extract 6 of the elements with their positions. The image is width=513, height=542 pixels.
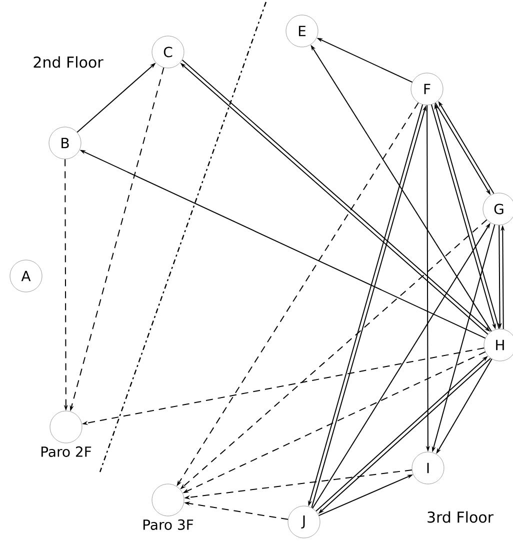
floor-label: 3rd Floor bbox=[428, 511, 494, 523]
empty-circle bbox=[50, 410, 82, 444]
node-caption: Paro 2F bbox=[41, 446, 92, 457]
floor-label: 2nd Floor bbox=[34, 56, 104, 68]
empty-circle bbox=[152, 484, 184, 516]
node-caption: Paro 3F bbox=[143, 519, 194, 530]
